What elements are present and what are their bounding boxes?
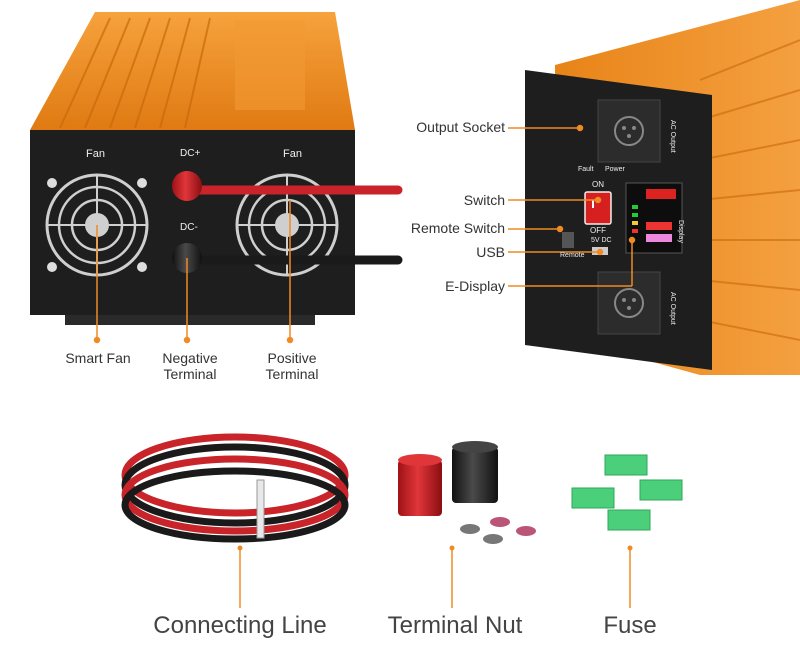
left-inverter — [30, 12, 403, 325]
off-label: OFF — [590, 226, 606, 235]
nut-icon — [398, 441, 536, 544]
fuse-icon — [571, 454, 683, 531]
leader-lines-right — [508, 124, 636, 287]
positive-terminal-callout: Positive Terminal — [265, 350, 319, 383]
power-label: Power — [605, 166, 625, 173]
switch-callout: Switch — [463, 192, 505, 208]
fan-right-label: Fan — [283, 148, 302, 160]
negative-terminal-callout: Negative Terminal — [162, 350, 218, 383]
ac-output-top-label: AC Output — [669, 120, 676, 153]
display-label: Display — [677, 220, 684, 243]
fan-left-label: Fan — [86, 148, 105, 160]
remote-port — [562, 232, 574, 248]
usb-5v-label: 5V DC — [591, 237, 612, 244]
remote-switch-callout: Remote Switch — [410, 220, 505, 236]
terminal-nut-label: Terminal Nut — [387, 612, 523, 639]
ac-socket-icon — [597, 99, 661, 163]
ac-output-bottom-label: AC Output — [669, 292, 676, 325]
output-socket-callout: Output Socket — [416, 119, 505, 135]
cable-icon — [121, 433, 349, 543]
fault-label: Fault — [578, 166, 594, 173]
connecting-line-label: Connecting Line — [153, 612, 327, 639]
e-display-callout: E-Display — [445, 278, 505, 294]
leader-lines-left — [93, 200, 294, 344]
display-icon — [625, 182, 683, 254]
smart-fan-callout: Smart Fan — [65, 350, 131, 366]
dc-minus-label: DC- — [180, 222, 198, 233]
remote-label: Remote — [560, 252, 585, 259]
usb-callout: USB — [476, 244, 505, 260]
right-inverter — [525, 0, 800, 375]
fuse-label: Fuse — [603, 612, 657, 639]
on-label: ON — [592, 180, 604, 189]
ac-socket-icon — [597, 271, 661, 335]
dc-plus-label: DC+ — [180, 148, 201, 159]
